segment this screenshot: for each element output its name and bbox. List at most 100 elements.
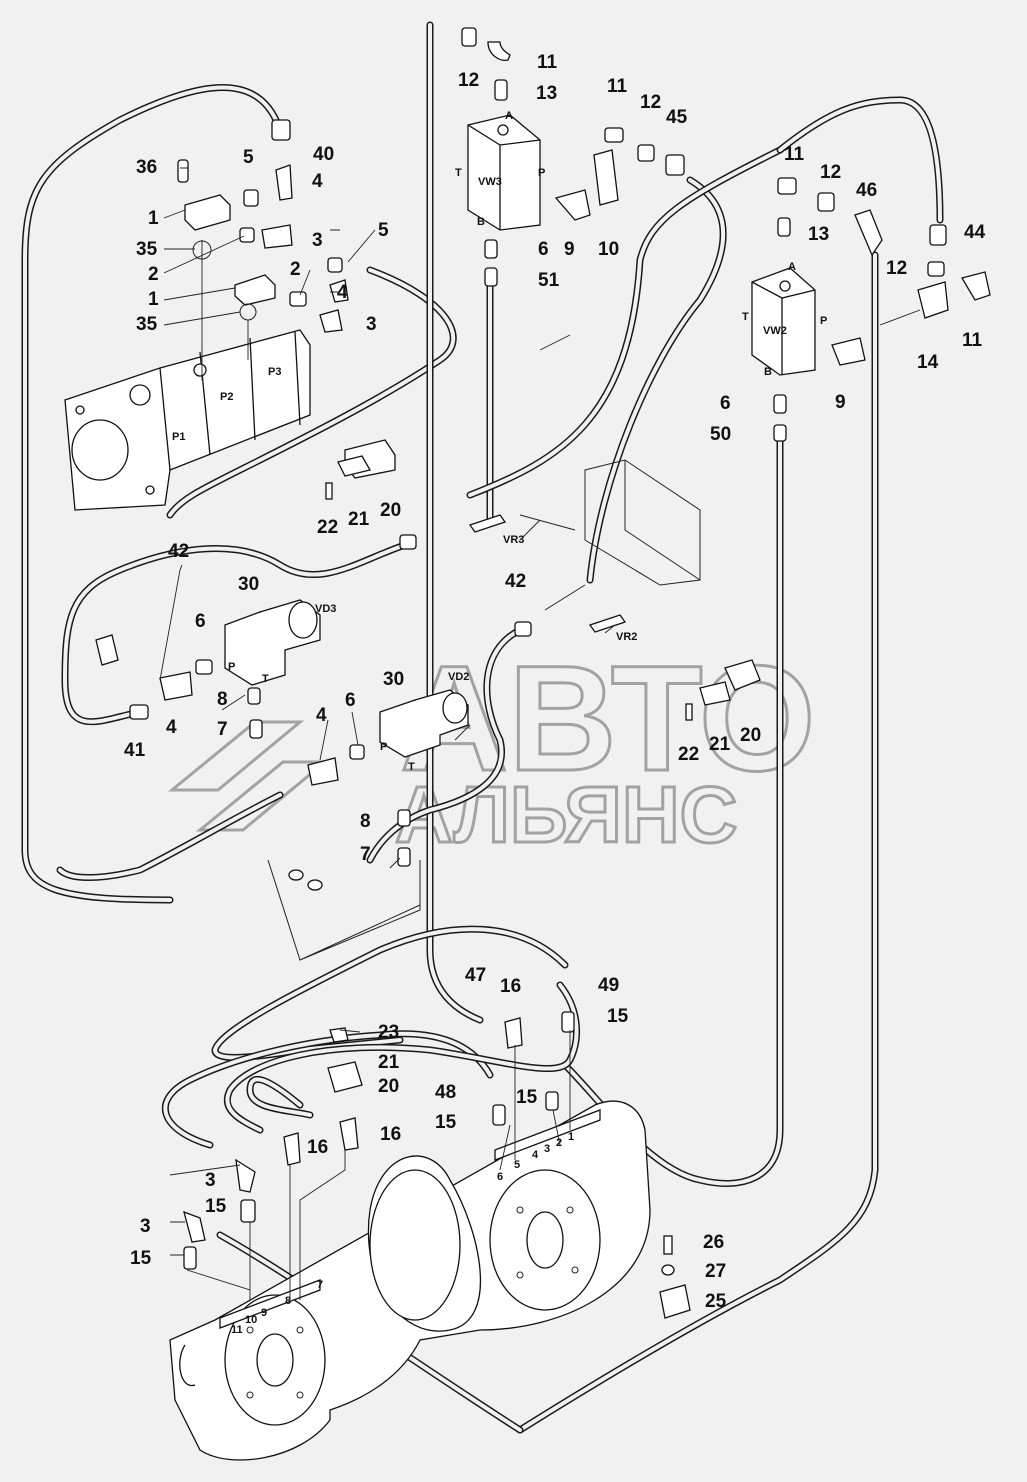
watermark-line2: АЛЬЯНС [395, 770, 737, 859]
vr2-label: VR2 [616, 631, 637, 643]
callout-8: 8 [360, 811, 371, 832]
callout-7: 7 [360, 844, 371, 865]
valve-vr2: VR2 [588, 614, 637, 643]
port-number-4: 4 [532, 1149, 539, 1161]
callout-36: 36 [136, 157, 157, 178]
vw2-port-b: B [764, 366, 772, 378]
callout-21: 21 [348, 509, 370, 530]
callout-46: 46 [856, 180, 877, 201]
callout-3: 3 [312, 230, 323, 251]
callout-15: 15 [607, 1006, 629, 1027]
vw2-label: VW2 [763, 325, 787, 337]
callout-3: 3 [366, 314, 377, 335]
callout-6: 6 [720, 393, 731, 414]
vw2-port-t: T [742, 311, 749, 323]
callout-12: 12 [820, 162, 841, 183]
callout-45: 45 [666, 107, 688, 128]
callout-4: 4 [316, 705, 327, 726]
callout-26: 26 [703, 1232, 724, 1253]
callout-16: 16 [500, 976, 521, 997]
callout-42: 42 [505, 571, 526, 592]
callout-35: 35 [136, 314, 158, 335]
triple-pump: P1 P2 P3 [64, 329, 311, 511]
bracket-outline [267, 859, 421, 961]
callout-23: 23 [378, 1022, 399, 1043]
callout-42: 42 [168, 541, 189, 562]
callout-2: 2 [148, 264, 159, 285]
callout-47: 47 [465, 965, 486, 986]
vw3-port-b: B [477, 216, 485, 228]
port-number-7: 7 [317, 1279, 323, 1291]
valve-vr3: VR3 [468, 514, 524, 546]
callout-48: 48 [435, 1082, 456, 1103]
vw3-port-a: A [505, 110, 513, 122]
pump-label-p1: P1 [172, 431, 185, 443]
port-numbers: 1 2 3 4 5 6 7 8 9 10 11 [231, 1131, 574, 1336]
valve-vd3: VD3 P T [224, 599, 336, 686]
pump-label-p3: P3 [268, 366, 281, 378]
callout-8: 8 [217, 689, 228, 710]
callout-6: 6 [195, 611, 206, 632]
callout-10: 10 [598, 239, 619, 260]
valve-vd2: VD2 P T [379, 671, 469, 773]
callout-27: 27 [705, 1261, 726, 1282]
vw3-port-p: P [538, 167, 545, 179]
vr3-label: VR3 [503, 534, 524, 546]
callout-15: 15 [205, 1196, 227, 1217]
callout-11: 11 [962, 330, 983, 351]
callout-13: 13 [808, 224, 829, 245]
callout-30: 30 [383, 669, 404, 690]
callout-16: 16 [380, 1124, 401, 1145]
callout-2: 2 [290, 259, 301, 280]
port-number-2: 2 [556, 1137, 562, 1149]
callout-20: 20 [380, 500, 401, 521]
oring-lower [239, 303, 257, 321]
flange-lower [234, 274, 276, 306]
hoses [21, 21, 944, 1434]
vd2-port-p: P [380, 741, 387, 753]
port-number-10: 10 [245, 1314, 257, 1326]
callout-49: 49 [598, 975, 619, 996]
callout-3: 3 [140, 1216, 151, 1237]
callout-35: 35 [136, 239, 158, 260]
port-number-8: 8 [285, 1295, 291, 1307]
vw2-port-p: P [820, 315, 827, 327]
valve-block-vw3: VW3 A T P B [455, 110, 545, 231]
vd2-label: VD2 [448, 671, 469, 683]
callout-6: 6 [538, 239, 549, 260]
callouts: 12 11 13 11 12 45 40 36 5 4 1 3 5 35 2 2… [124, 52, 986, 1312]
callout-9: 9 [564, 239, 575, 260]
fittings [95, 27, 991, 1319]
valve-block-vw2: VW2 A T P B [742, 261, 827, 378]
port-number-9: 9 [261, 1307, 267, 1319]
callout-9: 9 [835, 392, 846, 413]
manifold-block-outline [584, 459, 701, 586]
callout-25: 25 [705, 1291, 727, 1312]
callout-41: 41 [124, 740, 146, 761]
vd3-port-p: P [228, 661, 235, 673]
callout-21: 21 [709, 734, 731, 755]
callout-4: 4 [166, 717, 177, 738]
callout-13: 13 [536, 83, 557, 104]
vd3-port-t: T [262, 673, 269, 685]
callout-20: 20 [378, 1076, 399, 1097]
flange-upper [184, 194, 231, 231]
callout-15: 15 [130, 1248, 152, 1269]
port-number-6: 6 [497, 1171, 503, 1183]
callout-51: 51 [538, 270, 560, 291]
callout-15: 15 [516, 1087, 538, 1108]
pump-label-p2: P2 [220, 391, 233, 403]
callout-30: 30 [238, 574, 259, 595]
vw2-port-a: A [788, 261, 796, 273]
vd3-label: VD3 [315, 603, 336, 615]
callout-22: 22 [317, 517, 338, 538]
port-number-5: 5 [514, 1159, 520, 1171]
port-number-1: 1 [568, 1131, 574, 1143]
callout-7: 7 [217, 719, 228, 740]
callout-4: 4 [312, 171, 323, 192]
callout-4: 4 [337, 282, 348, 303]
port-number-11: 11 [231, 1324, 243, 1336]
callout-16: 16 [307, 1137, 328, 1158]
callout-22: 22 [678, 744, 699, 765]
